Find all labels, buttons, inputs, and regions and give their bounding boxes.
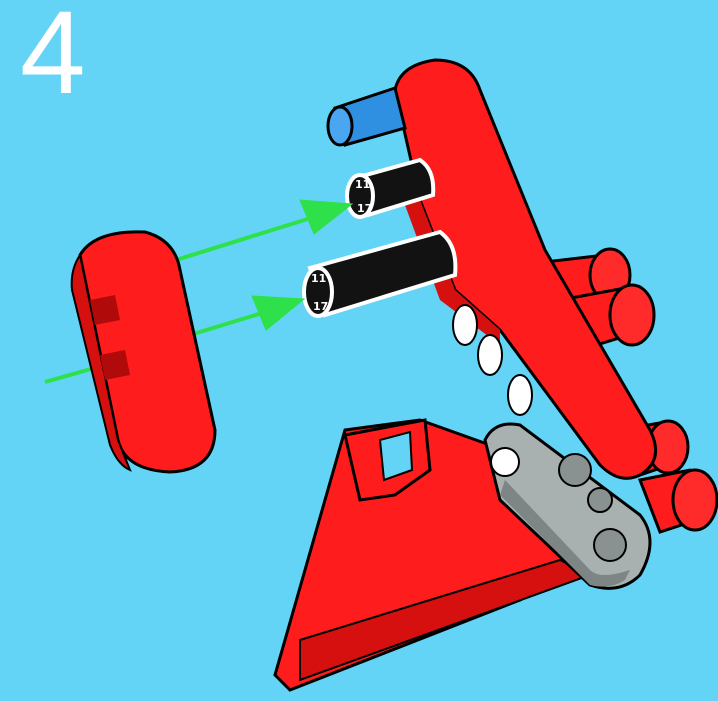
red-connector [72,232,215,472]
lower-axle-label-top: 11 [311,272,326,285]
lower-axle-label-bottom: 17 [313,300,328,313]
lower-axle: 11 17 [304,232,455,316]
blue-pin [328,88,405,145]
upper-axle-label-top: 11 [355,178,370,191]
upper-axle-label-bottom: 17 [357,202,372,215]
